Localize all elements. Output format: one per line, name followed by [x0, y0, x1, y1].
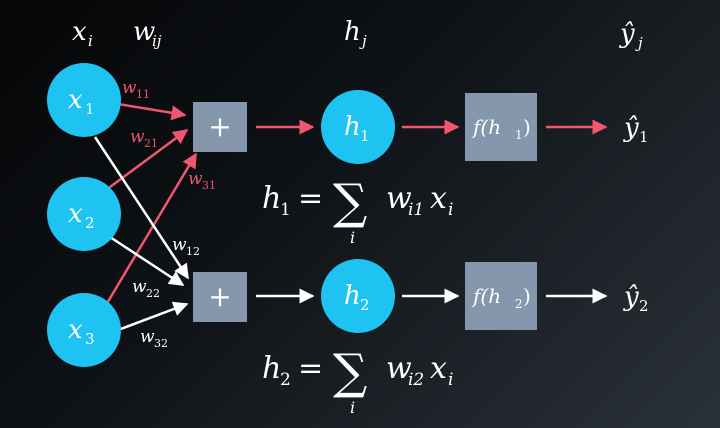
- eq1-equals: =: [298, 181, 323, 216]
- w22-base: w: [132, 277, 147, 297]
- weight-w32: w 32: [140, 327, 168, 350]
- header-y-base: ŷ: [619, 19, 635, 49]
- output-y1: ŷ 1: [623, 113, 649, 146]
- header-w-base: w: [133, 17, 155, 47]
- w21-sub: 21: [144, 137, 158, 150]
- edge-x2-sum1: [105, 128, 189, 192]
- input-node-x3: x 3: [47, 293, 121, 367]
- w12-base: w: [172, 235, 187, 255]
- w31-base: w: [188, 169, 203, 189]
- eq2-index: i: [350, 398, 355, 417]
- header-h-sub: j: [359, 32, 367, 50]
- hidden-node-h2: h 2: [321, 259, 395, 333]
- weight-w22: w 22: [132, 277, 160, 300]
- eq1-w: w: [386, 181, 412, 216]
- w11-base: w: [122, 78, 137, 98]
- header-hidden: h j: [344, 17, 367, 50]
- header-x-base: x: [72, 17, 87, 47]
- header-h-base: h: [344, 17, 361, 47]
- x2-sub: 2: [85, 214, 95, 232]
- header-inputs: x i: [72, 17, 93, 50]
- w32-sub: 32: [154, 337, 168, 350]
- w22-sub: 22: [146, 287, 160, 300]
- eq2-equals: =: [298, 351, 323, 386]
- sum-box-1: +: [193, 102, 247, 152]
- header-y-sub: j: [635, 34, 643, 52]
- f1-post: ): [523, 115, 531, 139]
- header-weights: w ij: [133, 17, 162, 50]
- x3-sub: 3: [85, 330, 95, 348]
- edge-x2-sum2: [109, 235, 185, 287]
- edge-x1-sum2: [93, 136, 190, 280]
- h1-base: h: [344, 112, 361, 142]
- x1-base: x: [68, 85, 83, 115]
- header-w-sub: ij: [152, 32, 162, 50]
- eq2-w-sub: i2: [408, 370, 424, 390]
- weight-w21: w 21: [130, 127, 158, 150]
- input-node-x2: x 2: [47, 177, 121, 251]
- header-x-sub: i: [88, 32, 93, 50]
- y2-base: ŷ: [623, 282, 639, 312]
- h2-base: h: [344, 281, 361, 311]
- activation-box-2: f(h 2 ): [465, 262, 537, 330]
- w12-sub: 12: [186, 245, 200, 258]
- h1-sub: 1: [360, 127, 370, 145]
- edge-x3-sum1: [101, 152, 198, 311]
- f2-pre: f(h: [471, 284, 501, 308]
- sum-box-2: +: [193, 272, 247, 322]
- w21-base: w: [130, 127, 145, 147]
- f1-sub: 1: [515, 128, 523, 142]
- f2-post: ): [523, 284, 531, 308]
- activation-box-1: f(h 1 ): [465, 93, 537, 161]
- eq1-lhs-sub: 1: [280, 200, 291, 220]
- w32-base: w: [140, 327, 155, 347]
- equation-h2: h 2 = ∑ i w i2 x i: [262, 344, 453, 417]
- input-node-x1: x 1: [47, 63, 121, 137]
- eq1-sigma: ∑: [333, 174, 367, 230]
- x3-base: x: [68, 315, 83, 345]
- eq1-x-sub: i: [448, 200, 453, 220]
- eq1-w-sub: i1: [408, 200, 424, 220]
- y1-sub: 1: [639, 128, 649, 146]
- sum-box-2-symbol: +: [208, 280, 231, 313]
- header-outputs: ŷ j: [619, 19, 643, 52]
- eq2-x-sub: i: [448, 370, 453, 390]
- weight-w31: w 31: [188, 169, 216, 192]
- hidden-node-h1: h 1: [321, 90, 395, 164]
- eq1-lhs: h: [262, 181, 281, 216]
- eq2-lhs-sub: 2: [280, 370, 291, 390]
- eq2-lhs: h: [262, 351, 281, 386]
- y2-sub: 2: [639, 297, 649, 315]
- eq1-x: x: [430, 181, 447, 216]
- weight-w12: w 12: [172, 235, 200, 258]
- f2-sub: 2: [515, 297, 523, 311]
- w11-sub: 11: [136, 88, 150, 101]
- f1-pre: f(h: [471, 115, 501, 139]
- eq2-sigma: ∑: [333, 344, 367, 400]
- weight-w11: w 11: [122, 78, 150, 101]
- eq2-x: x: [430, 351, 447, 386]
- output-y2: ŷ 2: [623, 282, 649, 315]
- h2-sub: 2: [360, 296, 370, 314]
- eq2-w: w: [386, 351, 412, 386]
- x2-base: x: [68, 199, 83, 229]
- y1-base: ŷ: [623, 113, 639, 143]
- equation-h1: h 1 = ∑ i w i1 x i: [262, 174, 453, 247]
- w31-sub: 31: [202, 179, 216, 192]
- sum-box-1-symbol: +: [208, 110, 231, 143]
- edge-x3-sum2: [117, 301, 189, 332]
- eq1-index: i: [350, 228, 355, 247]
- x1-sub: 1: [85, 100, 95, 118]
